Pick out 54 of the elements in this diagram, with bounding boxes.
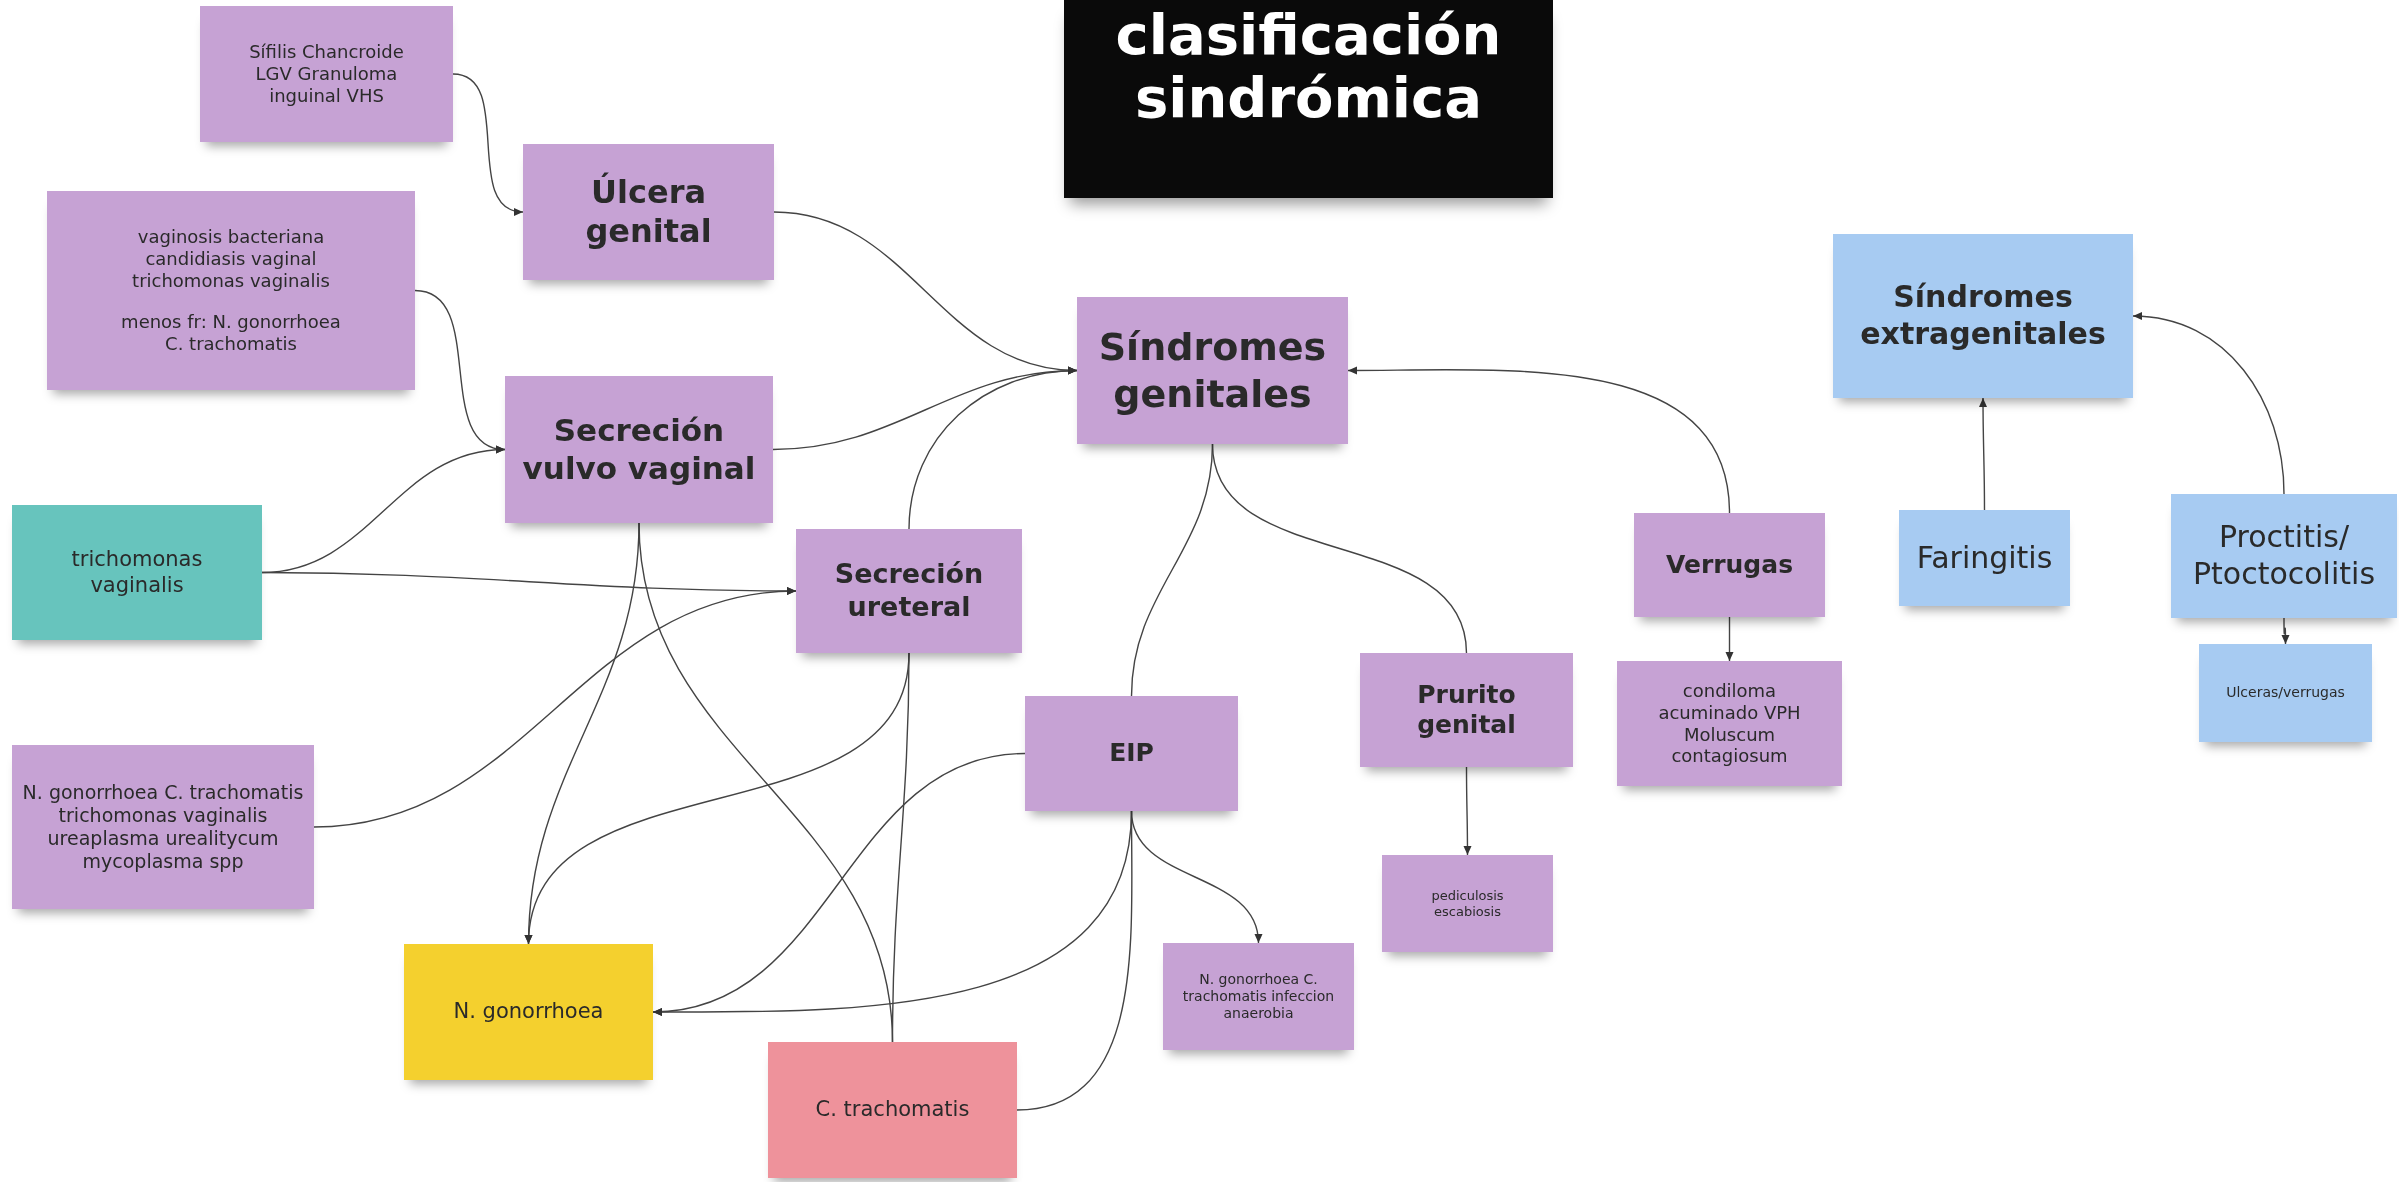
connector <box>1211 443 1468 654</box>
connector <box>1463 766 1472 856</box>
note-text: Úlcera genital <box>584 172 713 252</box>
sticky-note <box>505 376 773 523</box>
note-text: Secreción ureteral <box>833 558 985 624</box>
note-text: EIP <box>1109 738 1154 769</box>
note-text: Proctitis/ Ptoctocolitis <box>2191 519 2377 593</box>
note-text: Faringitis <box>1916 539 2053 577</box>
sticky-note <box>12 745 314 909</box>
connector <box>452 73 524 215</box>
note-text: N. gonorrhoea C. trachomatis infeccion anaerobia <box>1181 970 1336 1023</box>
sticky-note <box>1360 653 1573 767</box>
sticky-note <box>1899 510 2070 606</box>
note-text: Síndromes extragenitales <box>1859 279 2107 353</box>
sticky-note <box>1617 661 1842 786</box>
sticky-note <box>1833 234 2133 398</box>
connector <box>1130 810 1262 944</box>
sticky-note <box>1382 855 1553 952</box>
connector <box>1347 366 1731 514</box>
note-text: Prurito genital <box>1416 679 1517 741</box>
connector <box>891 652 910 1043</box>
sticky-note <box>523 144 774 280</box>
sticky-note <box>768 1042 1017 1178</box>
connector <box>908 367 1078 530</box>
note-text: Síndromes genitales <box>1097 324 1328 417</box>
note-text: N. gonorrhoea C. trachomatis trichomonas vaginalis ureaplasma urealitycum mycoplasma spp <box>22 780 304 874</box>
sticky-note <box>1025 696 1238 811</box>
connector <box>1725 616 1734 662</box>
note-text: pediculosis escabiosis <box>1430 887 1505 920</box>
sticky-note <box>1077 297 1348 444</box>
sticky-note <box>47 191 415 390</box>
note-text: menos fr: N. gonorrhoea C. trachomatis <box>120 311 342 356</box>
note-text: Ulceras/verrugas <box>2226 684 2345 702</box>
sticky-note <box>2171 494 2397 618</box>
sticky-note <box>796 529 1022 653</box>
note-text: Verrugas <box>1665 549 1793 581</box>
note-text: C. trachomatis <box>815 1097 970 1123</box>
title: clasificación sindrómica <box>1114 4 1503 130</box>
connector <box>2281 617 2290 645</box>
connector <box>1979 397 1987 511</box>
connector <box>2132 312 2285 495</box>
note-text: Secreción vulvo vaginal <box>521 411 757 488</box>
sticky-note <box>1163 943 1354 1050</box>
sticky-note <box>2199 644 2372 742</box>
sticky-note <box>404 944 653 1080</box>
note-text: condiloma acuminado VPH Moluscum contagiosum <box>1657 679 1802 768</box>
note-text: N. gonorrhoea <box>453 999 604 1025</box>
note-text: Sífilis Chancroide LGV Granuloma inguinal VHS <box>248 41 405 107</box>
note-text: vaginosis bacteriana candidiasis vaginal trichomonas vaginalis <box>131 225 331 292</box>
sticky-note <box>1634 513 1825 617</box>
sticky-note <box>12 505 262 640</box>
sticky-note <box>200 6 453 142</box>
connector <box>313 587 797 828</box>
note-text: trichomonas vaginalis <box>70 546 204 599</box>
